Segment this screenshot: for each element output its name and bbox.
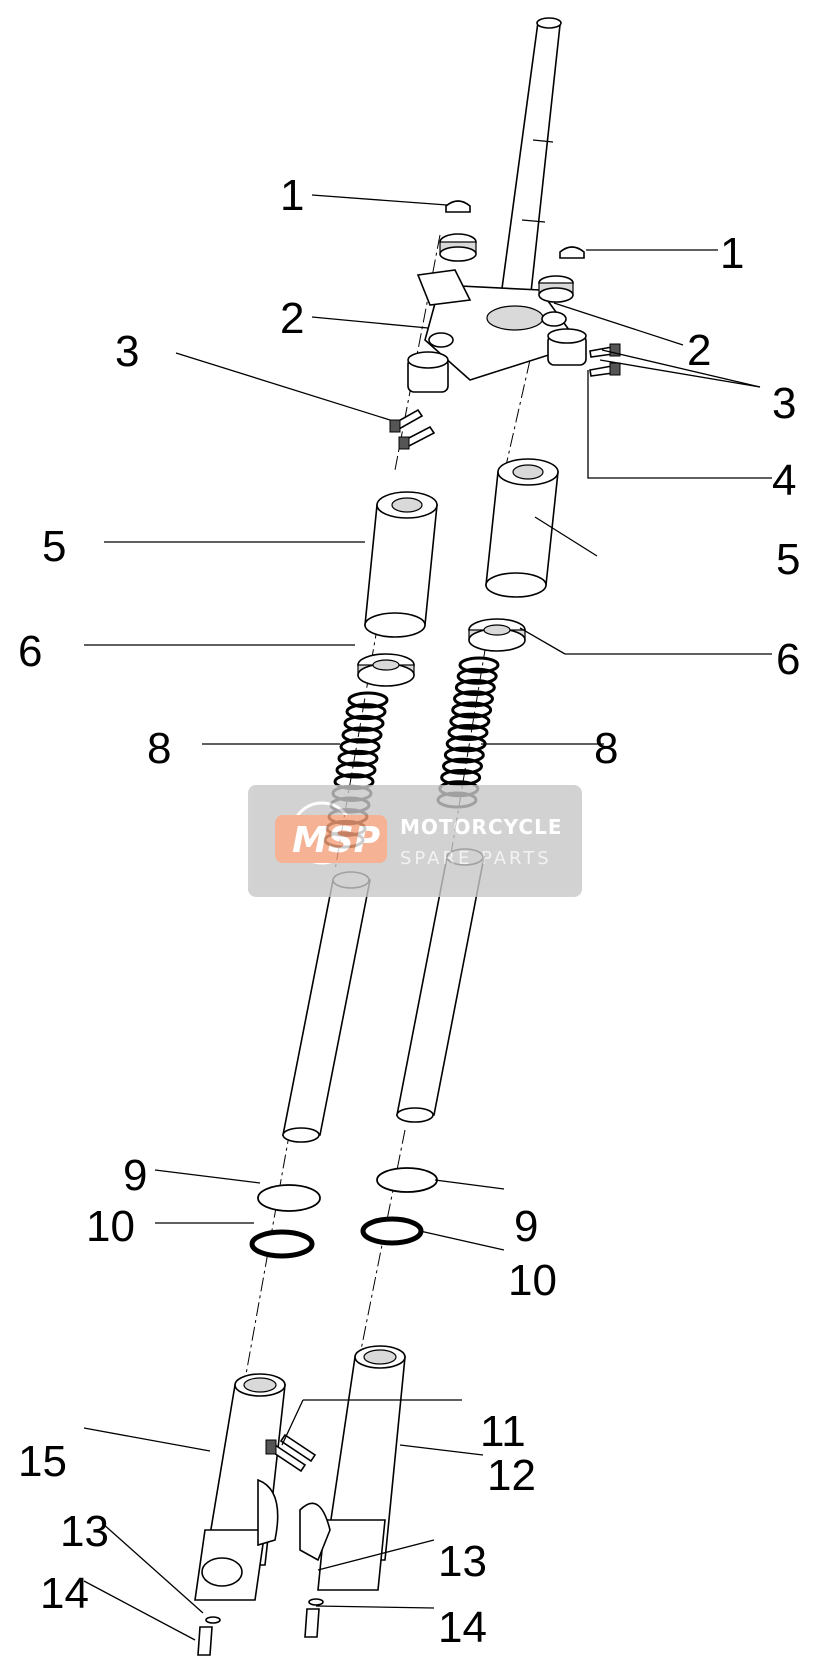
spring-right-coil	[443, 746, 485, 764]
clamp-bolts	[389, 343, 621, 450]
callout-numbers: 1 1 2 2 3 3 4 5 5 6 6 8 8 9 9 10 10 11 1…	[18, 171, 800, 1652]
steering-stem	[407, 17, 587, 393]
fork-sliders	[194, 1345, 406, 1601]
callout-6-left: 6	[18, 627, 42, 676]
spring-left-coil	[339, 738, 381, 756]
callout-5-left: 5	[42, 522, 66, 571]
spring-left-coil	[345, 703, 387, 721]
callout-10-right: 10	[508, 1256, 557, 1305]
callout-4: 4	[772, 456, 796, 505]
callout-12: 12	[487, 1451, 536, 1500]
callout-15: 15	[18, 1437, 67, 1486]
callout-10-left: 10	[86, 1202, 135, 1251]
callout-6-right: 6	[776, 635, 800, 684]
spring-left-coil	[347, 691, 389, 709]
fork-washers	[357, 618, 526, 687]
callout-8-right: 8	[594, 724, 618, 773]
spring-right-coil	[449, 712, 491, 730]
watermark-line1: MOTORCYCLE	[400, 815, 562, 839]
spring-right-coil	[454, 679, 496, 696]
fork-rings-and-seals	[249, 1167, 438, 1259]
spring-left-coil	[335, 761, 377, 779]
spring-right-coil	[447, 724, 489, 741]
top-caps	[439, 200, 585, 303]
spring-right-coil	[456, 667, 498, 685]
spring-right-coil	[440, 769, 482, 786]
spring-right-coil	[458, 656, 500, 674]
o-ring-right	[541, 311, 567, 327]
spring-right-coil	[442, 757, 483, 775]
spring-right-coil	[453, 690, 494, 708]
callout-9-left: 9	[123, 1151, 147, 1200]
callout-3-left: 3	[115, 327, 139, 376]
callout-13-right: 13	[438, 1537, 487, 1586]
o-ring-left	[428, 332, 454, 348]
callout-11: 11	[480, 1407, 526, 1456]
callout-1-left: 1	[280, 171, 304, 220]
spring-left-coil	[341, 726, 383, 744]
callout-9-right: 9	[514, 1202, 538, 1251]
fork-sleeves	[364, 458, 559, 638]
callout-1-right: 1	[720, 229, 744, 278]
watermark-panel	[248, 785, 582, 897]
spring-left-coil	[343, 714, 385, 732]
spring-left-coil	[337, 749, 379, 767]
watermark-line2: SPARE PARTS	[400, 848, 552, 869]
callout-8-left: 8	[147, 724, 171, 773]
watermark: MSP MOTORCYCLE SPARE PARTS	[248, 785, 582, 897]
callout-5-right: 5	[776, 535, 800, 584]
callout-2-left: 2	[280, 294, 304, 343]
leader-lines	[83, 194, 772, 1641]
spring-right-coil	[451, 701, 493, 719]
axle-bolts	[197, 1433, 324, 1656]
callout-13-left: 13	[60, 1507, 109, 1556]
callout-2-right: 2	[687, 326, 711, 375]
watermark-logo-badge	[275, 815, 387, 863]
callout-14-right: 14	[438, 1603, 487, 1652]
callout-3-right: 3	[772, 379, 796, 428]
callout-14-left: 14	[40, 1569, 89, 1618]
watermark-logo-text: MSP	[292, 820, 380, 861]
